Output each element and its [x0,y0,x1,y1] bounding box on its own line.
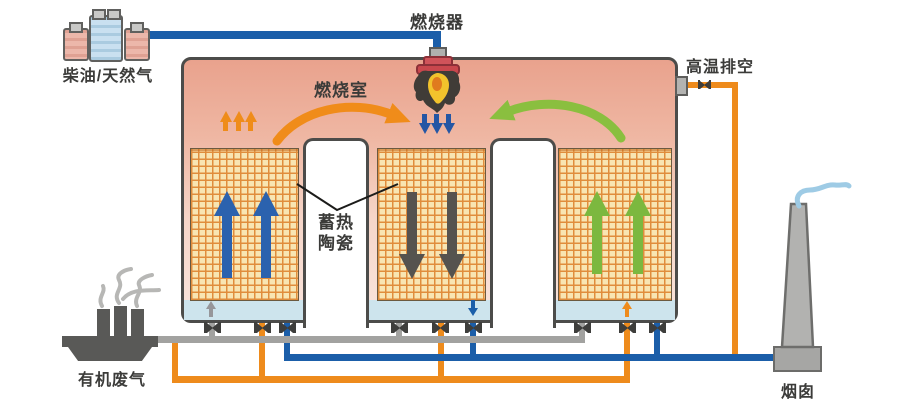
fuel-label: 柴油/天然气 [62,68,154,85]
valve-icon [649,322,666,333]
bed1-plenum [184,300,303,320]
bed2-flow-down-arrow [447,192,457,254]
organic-waste-gas-label: 有机废气 [77,372,146,389]
bed2-ceramic-grid [377,148,486,301]
purge-takeoff-riser [172,340,178,380]
bed1-inlet-arrow [209,309,213,317]
valve-icon [432,322,449,333]
chimney-smoke-icon [794,182,852,209]
hot-gas-up-arrow [223,122,228,131]
ceramic-label-line1: 蓄热 [318,213,354,232]
vent-pipe-horizontal [687,82,738,88]
fuel-pipe-vertical [433,31,441,52]
valve-icon [279,322,296,333]
bed3-purge-arrow [625,309,629,317]
purge-riser-bed3 [624,318,630,380]
factory-roof-icon [62,336,158,347]
ceramic-label-line2: 陶瓷 [318,234,354,253]
bed3-ceramic-grid [558,148,672,301]
hot-gas-up-arrow [248,122,253,131]
bed2-flow-down-arrow [407,192,417,254]
chimney-label: 烟囱 [780,384,815,401]
waste-gas-main-pipe [157,336,585,343]
burner-label: 燃烧器 [410,13,464,32]
valve-icon [254,322,271,333]
factory-stack-icon [114,306,127,338]
factory-body-icon [68,347,152,361]
valve-icon [391,322,408,333]
fuel-drum-icon [124,28,150,61]
fuel-pipe-horizontal [148,31,441,39]
bed1-flow-up-arrow [222,216,232,278]
bed3-flow-up-arrow [633,216,643,274]
bed2-outlet-arrow [471,300,475,308]
bed1-flow-up-arrow [261,216,271,278]
hot-gas-up-arrow [236,122,241,131]
purge-main-pipe [172,376,630,383]
factory-smoke-icon [98,267,161,308]
valve-icon [574,322,591,333]
purge-riser-bed2 [438,318,444,380]
bed3-flow-up-arrow [592,216,602,274]
fuel-drum-icon [89,15,123,62]
valve-icon [465,322,482,333]
burner-gas-down-arrow [422,114,427,123]
bed1-ceramic-grid [190,148,299,301]
burner-gas-down-arrow [434,114,439,123]
burner-gas-down-arrow [446,114,451,123]
factory-stack-icon [131,309,144,338]
chimney-tower-icon [780,202,815,349]
fuel-drum-icon [63,28,89,61]
bed2-plenum [369,300,490,320]
ceramic-label: 蓄热 陶瓷 [303,212,369,254]
high-temp-vent-label: 高温排空 [686,59,755,76]
clean-gas-main-pipe [284,354,775,361]
bed3-plenum [556,300,675,320]
clean-gas-riser-bed3 [654,318,660,358]
purge-riser-bed1 [259,318,265,380]
chimney-base-icon [773,346,822,372]
burner-flange-icon [416,64,460,75]
vent-valve-icon [698,80,711,89]
combustion-chamber-label: 燃烧室 [314,81,368,100]
unit-gap-2 [490,138,556,328]
vent-port [675,76,688,96]
vent-pipe-vertical [732,82,738,358]
valve-icon [619,322,636,333]
valve-icon [204,322,221,333]
factory-stack-icon [97,309,110,338]
